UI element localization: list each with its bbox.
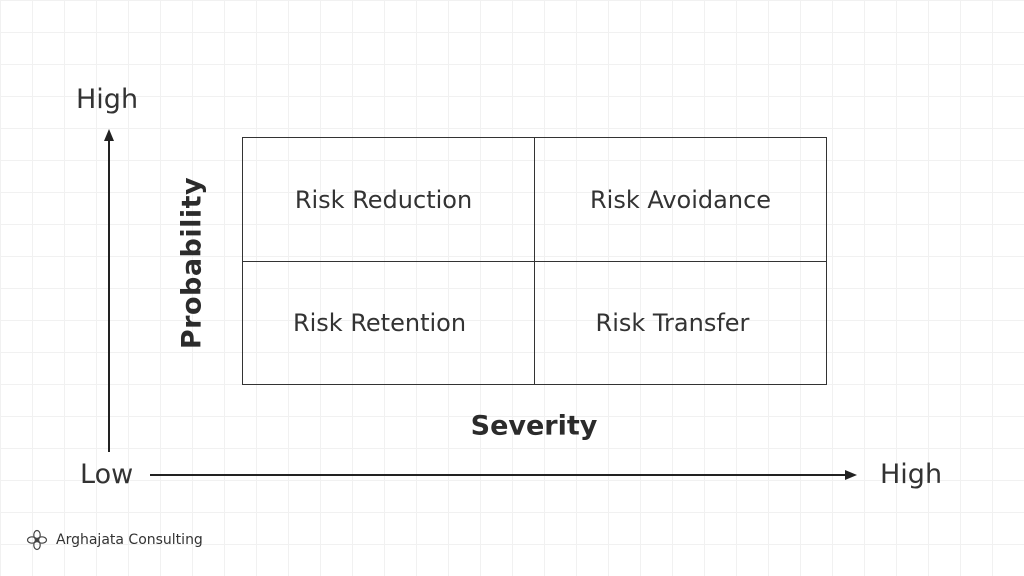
quadrant-top-left: Risk Reduction — [243, 138, 535, 262]
quadrant-top-right-label: Risk Avoidance — [589, 185, 772, 214]
risk-matrix: Risk Reduction Risk Avoidance Risk Reten… — [242, 137, 827, 385]
brand: Arghajata Consulting — [26, 528, 203, 552]
quadrant-bottom-right: Risk Transfer — [535, 262, 826, 384]
x-axis-low-label: Low — [80, 459, 134, 490]
quadrant-bottom-right-label: Risk Transfer — [595, 309, 750, 337]
quadrant-top-right: Risk Avoidance — [535, 138, 826, 262]
flower-logo-icon — [26, 529, 48, 551]
quadrant-bottom-left-label: Risk Retention — [292, 309, 467, 337]
y-axis-title: Probability — [176, 176, 208, 350]
y-axis-line — [108, 141, 110, 452]
quadrant-bottom-left: Risk Retention — [243, 262, 535, 384]
x-axis-high-label: High — [880, 459, 943, 490]
x-axis-line — [150, 474, 846, 476]
x-axis-arrowhead-icon — [845, 470, 857, 480]
y-axis-arrowhead-icon — [104, 129, 114, 141]
x-axis-title: Severity — [470, 410, 598, 442]
brand-name: Arghajata Consulting — [56, 532, 203, 548]
y-axis-high-label: High — [76, 84, 139, 115]
quadrant-top-left-label: Risk Reduction — [294, 185, 473, 214]
